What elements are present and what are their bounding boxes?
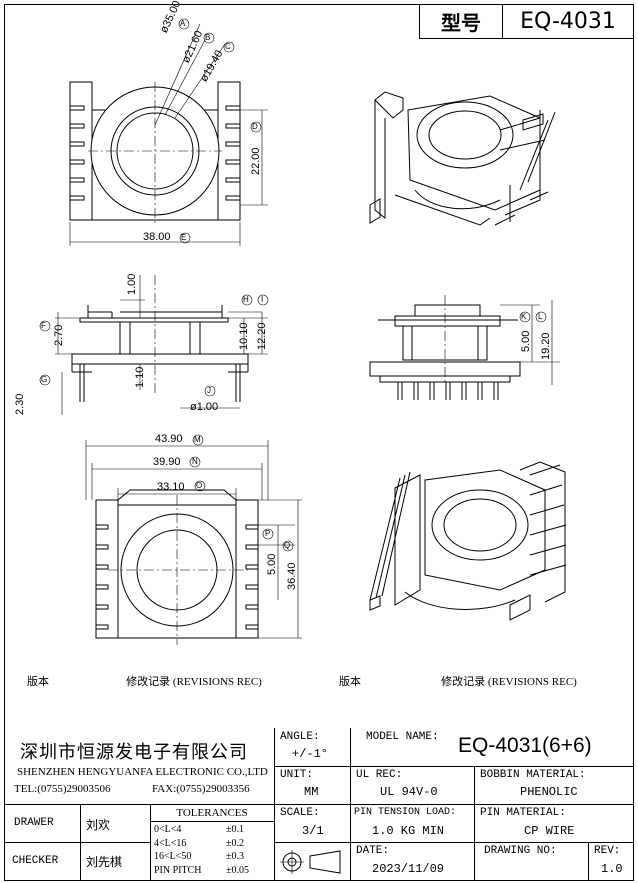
dim-ref-b: B	[205, 33, 211, 42]
iso-view-1	[369, 91, 556, 226]
dim-ref-c: C	[225, 42, 231, 51]
dim-5-00a: 5.00	[520, 330, 532, 352]
unit-value: MM	[304, 785, 319, 799]
ul-rec-value: UL 94V-0	[380, 785, 438, 799]
rev-value: 1.0	[601, 862, 623, 876]
dim-12-20: 12.20	[256, 322, 268, 350]
checker-label: CHECKER	[12, 855, 59, 867]
side-view	[55, 275, 268, 415]
bobbin-material-value: PHENOLIC	[520, 785, 578, 799]
front-view-pins	[369, 295, 560, 400]
scale-value: 3/1	[302, 824, 324, 838]
bobbin-material-label: BOBBIN MATERIAL:	[480, 769, 586, 781]
drawing-no-label: DRAWING NO:	[484, 845, 557, 857]
iso-view-2	[369, 461, 567, 621]
dim-ref-g: G	[41, 375, 48, 384]
ul-rec-label: UL REC:	[356, 769, 403, 781]
pin-material-value: CP WIRE	[524, 824, 575, 838]
dim-ref-d: D	[252, 122, 258, 131]
dim-5-00b: 5.00	[266, 553, 278, 575]
dim-ref-n: N	[192, 457, 198, 466]
angle-value: +/-1°	[292, 747, 329, 761]
company-name-en: SHENZHEN HENGYUANFA ELECTRONIC CO.,LTD	[17, 766, 268, 778]
dim-dia1: ø1.00	[190, 401, 219, 413]
model-label: 型号	[420, 5, 503, 38]
model-name-value: EQ-4031(6+6)	[458, 734, 592, 757]
company-fax: FAX:(0755)29003356	[152, 783, 250, 795]
rev-rec-label-2: 修改记录 (REVISIONS REC)	[441, 676, 577, 688]
scale-label: SCALE:	[280, 807, 320, 819]
pin-material-label: PIN MATERIAL:	[480, 807, 566, 819]
rev-ver-label-1: 版本	[27, 676, 49, 688]
dim-33-10: 33.10	[157, 481, 185, 493]
drawer-value: 刘欢	[86, 818, 111, 832]
model-name-label: MODEL NAME:	[366, 731, 439, 743]
dim-ref-j: J	[207, 386, 211, 395]
dim-d19: ø19.40	[198, 48, 226, 84]
dim-10-10: 10.10	[238, 322, 250, 350]
dim-ref-p: P	[265, 529, 271, 538]
rev-rec-label-1: 修改记录 (REVISIONS REC)	[126, 676, 262, 688]
dim-ref-l: L	[538, 312, 543, 321]
dim-39-90: 39.90	[153, 456, 181, 468]
dim-ref-e: E	[181, 233, 187, 242]
dim-2-30: 2.30	[14, 393, 26, 415]
dim-d38: 38.00	[143, 231, 171, 243]
dimension-labels: ø35.00 A ø21.60 B ø19.40 C 22.00 D 38.00…	[14, 0, 552, 590]
dim-ref-h: H	[243, 295, 249, 304]
dim-1-00: 1.00	[126, 273, 138, 295]
title-block: 型号 EQ-4031	[419, 4, 634, 39]
tolerance-range-1: 4<L<16	[154, 837, 187, 849]
tolerance-range-0: 0<L<4	[154, 824, 182, 835]
model-number: EQ-4031	[520, 9, 616, 34]
unit-label: UNIT:	[280, 769, 314, 781]
tolerance-value-2: ±0.3	[226, 851, 244, 862]
dim-ref-k: K	[521, 312, 527, 321]
dim-2-70: 2.70	[53, 324, 65, 346]
dim-ref-f: F	[41, 321, 46, 330]
angle-label: ANGLE:	[280, 731, 320, 743]
dim-ref-m: M	[194, 435, 201, 444]
tolerance-value-3: ±0.05	[226, 864, 249, 876]
dim-ref-a: A	[180, 19, 186, 28]
date-label: DATE:	[356, 845, 390, 857]
company-name-cn: 深圳市恒源发电子有限公司	[20, 742, 248, 763]
drawing-frame	[4, 4, 634, 881]
tolerances-values: ±0.1 ±0.2 ±0.3 ±0.05	[226, 823, 249, 877]
tolerance-range-2: 16<L<50	[154, 851, 192, 862]
dim-ref-o: O	[196, 481, 203, 490]
dim-19-20: 19.20	[540, 332, 552, 360]
technical-drawing	[39, 18, 567, 645]
pin-tension-value: 1.0 KG MIN	[372, 824, 445, 838]
company-tel: TEL:(0755)29003506	[14, 783, 111, 795]
dim-ref-i: I	[261, 295, 264, 304]
dim-36-40: 36.40	[286, 562, 298, 590]
dim-d22: 22.00	[250, 147, 262, 175]
pin-tension-label: PIN TENSION LOAD:	[354, 807, 457, 818]
rev-ver-label-2: 版本	[339, 676, 361, 688]
dim-1-10: 1.10	[134, 366, 146, 388]
checker-value: 刘先棋	[86, 855, 123, 869]
tolerance-value-0: ±0.1	[226, 824, 244, 835]
drawer-label: DRAWER	[14, 817, 54, 829]
top-view	[69, 23, 268, 246]
bottom-view	[85, 440, 302, 645]
dim-43-90: 43.90	[155, 433, 183, 445]
dim-d21: ø21.60	[180, 28, 206, 66]
dim-ref-q: Q	[284, 541, 291, 550]
tolerance-range-3: PIN PITCH	[154, 864, 202, 876]
projection-symbol-icon	[280, 850, 341, 874]
tolerances-title: TOLERANCES	[176, 807, 248, 819]
rev-label: REV:	[594, 845, 621, 857]
tolerances-ranges: 0<L<4 4<L<16 16<L<50 PIN PITCH	[154, 823, 202, 877]
date-value: 2023/11/09	[372, 862, 445, 876]
dim-d35: ø35.00	[158, 0, 184, 36]
tolerance-value-1: ±0.2	[226, 837, 244, 849]
